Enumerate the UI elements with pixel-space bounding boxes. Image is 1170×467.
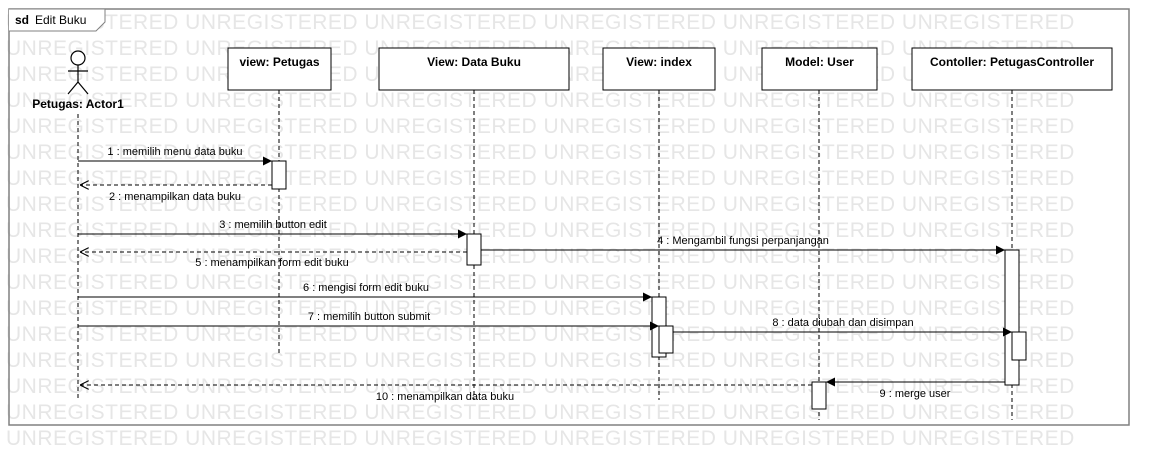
actor-label: Petugas: Actor1 [32,97,124,111]
message-label: 10 : menampilkan data buku [376,391,514,403]
lifeline-label: view: Petugas [239,55,319,69]
message-label: 6 : mengisi form edit buku [303,282,429,294]
frame-name: Edit Buku [35,13,86,27]
watermark-row: UNREGISTERED UNREGISTERED UNREGISTERED U… [6,219,1075,242]
watermark-row: UNREGISTERED UNREGISTERED UNREGISTERED U… [6,89,1075,112]
frame-keyword-text: sd [15,13,29,27]
message-2: 2 : menampilkan data buku [80,185,272,203]
message-3: 3 : memilih button edit [78,219,467,239]
activation-user-model [811,381,827,410]
watermark-row: UNREGISTERED UNREGISTERED UNREGISTERED U… [6,11,1075,34]
activation-index-view-nested [658,325,674,354]
message-6: 6 : mengisi form edit buku [78,282,652,302]
message-7: 7 : memilih button submit [78,311,659,331]
activation-data-buku-view [466,233,482,266]
actor: Petugas: Actor1 [32,50,124,400]
message-10: 10 : menampilkan data buku [80,385,812,403]
watermark-row: UNREGISTERED UNREGISTERED UNREGISTERED U… [6,401,1075,424]
message-5: 5 : menampilkan form edit buku [80,252,467,269]
lifeline-index-view: View: index [602,47,716,400]
watermark-row: UNREGISTERED UNREGISTERED UNREGISTERED U… [6,375,1075,398]
message-label: 9 : merge user [880,388,951,400]
activation-petugas-view [271,160,287,190]
lifeline-user-model: Model: User [761,47,878,420]
watermark-row: UNREGISTERED UNREGISTERED UNREGISTERED U… [6,271,1075,294]
message-label: 8 : data diubah dan disimpan [772,317,913,329]
message-8: 8 : data diubah dan disimpan [673,317,1012,337]
watermark-row: UNREGISTERED UNREGISTERED UNREGISTERED U… [6,349,1075,372]
message-label: 5 : menampilkan form edit buku [195,257,348,269]
watermark-row: UNREGISTERED UNREGISTERED UNREGISTERED U… [6,141,1075,164]
message-label: 3 : memilih button edit [219,219,327,231]
activation-controller [1004,249,1020,386]
lifeline-label: View: index [626,55,692,69]
watermark-row: UNREGISTERED UNREGISTERED UNREGISTERED U… [6,167,1075,190]
message-label: 4 : Mengambil fungsi perpanjangan [657,235,829,247]
message-label: 2 : menampilkan data buku [109,191,241,203]
lifeline-label: Model: User [785,55,854,69]
message-1: 1 : memilih menu data buku [78,146,272,166]
lifeline-data-buku-view: View: Data Buku [378,47,570,400]
message-label: 7 : memilih button submit [308,311,430,323]
watermark-row: UNREGISTERED UNREGISTERED UNREGISTERED U… [6,323,1075,346]
watermark-row: UNREGISTERED UNREGISTERED UNREGISTERED U… [6,193,1075,216]
lifeline-label: View: Data Buku [427,55,521,69]
watermark-row: UNREGISTERED UNREGISTERED UNREGISTERED U… [6,245,1075,268]
watermark-row: UNREGISTERED UNREGISTERED UNREGISTERED U… [6,427,1075,450]
messages: 1 : memilih menu data buku 2 : menampilk… [78,146,1012,403]
watermark-row: UNREGISTERED UNREGISTERED UNREGISTERED U… [6,115,1075,138]
frame-keyword: sd [15,13,29,27]
lifeline-petugas-view: view: Petugas [227,47,332,355]
activation-controller-nested [1011,331,1027,361]
stick-figure-icon [67,50,89,95]
watermark-row: UNREGISTERED UNREGISTERED UNREGISTERED U… [6,297,1075,320]
sequence-frame: sd Edit Buku [8,8,1130,426]
message-4: 4 : Mengambil fungsi perpanjangan [481,235,1005,255]
lifeline-petugas-controller: Contoller: PetugasController [911,47,1113,420]
lifeline-label: Contoller: PetugasController [930,55,1094,69]
activation-bars [271,160,1027,410]
message-label: 1 : memilih menu data buku [107,146,242,158]
message-9: 9 : merge user [826,377,1005,400]
